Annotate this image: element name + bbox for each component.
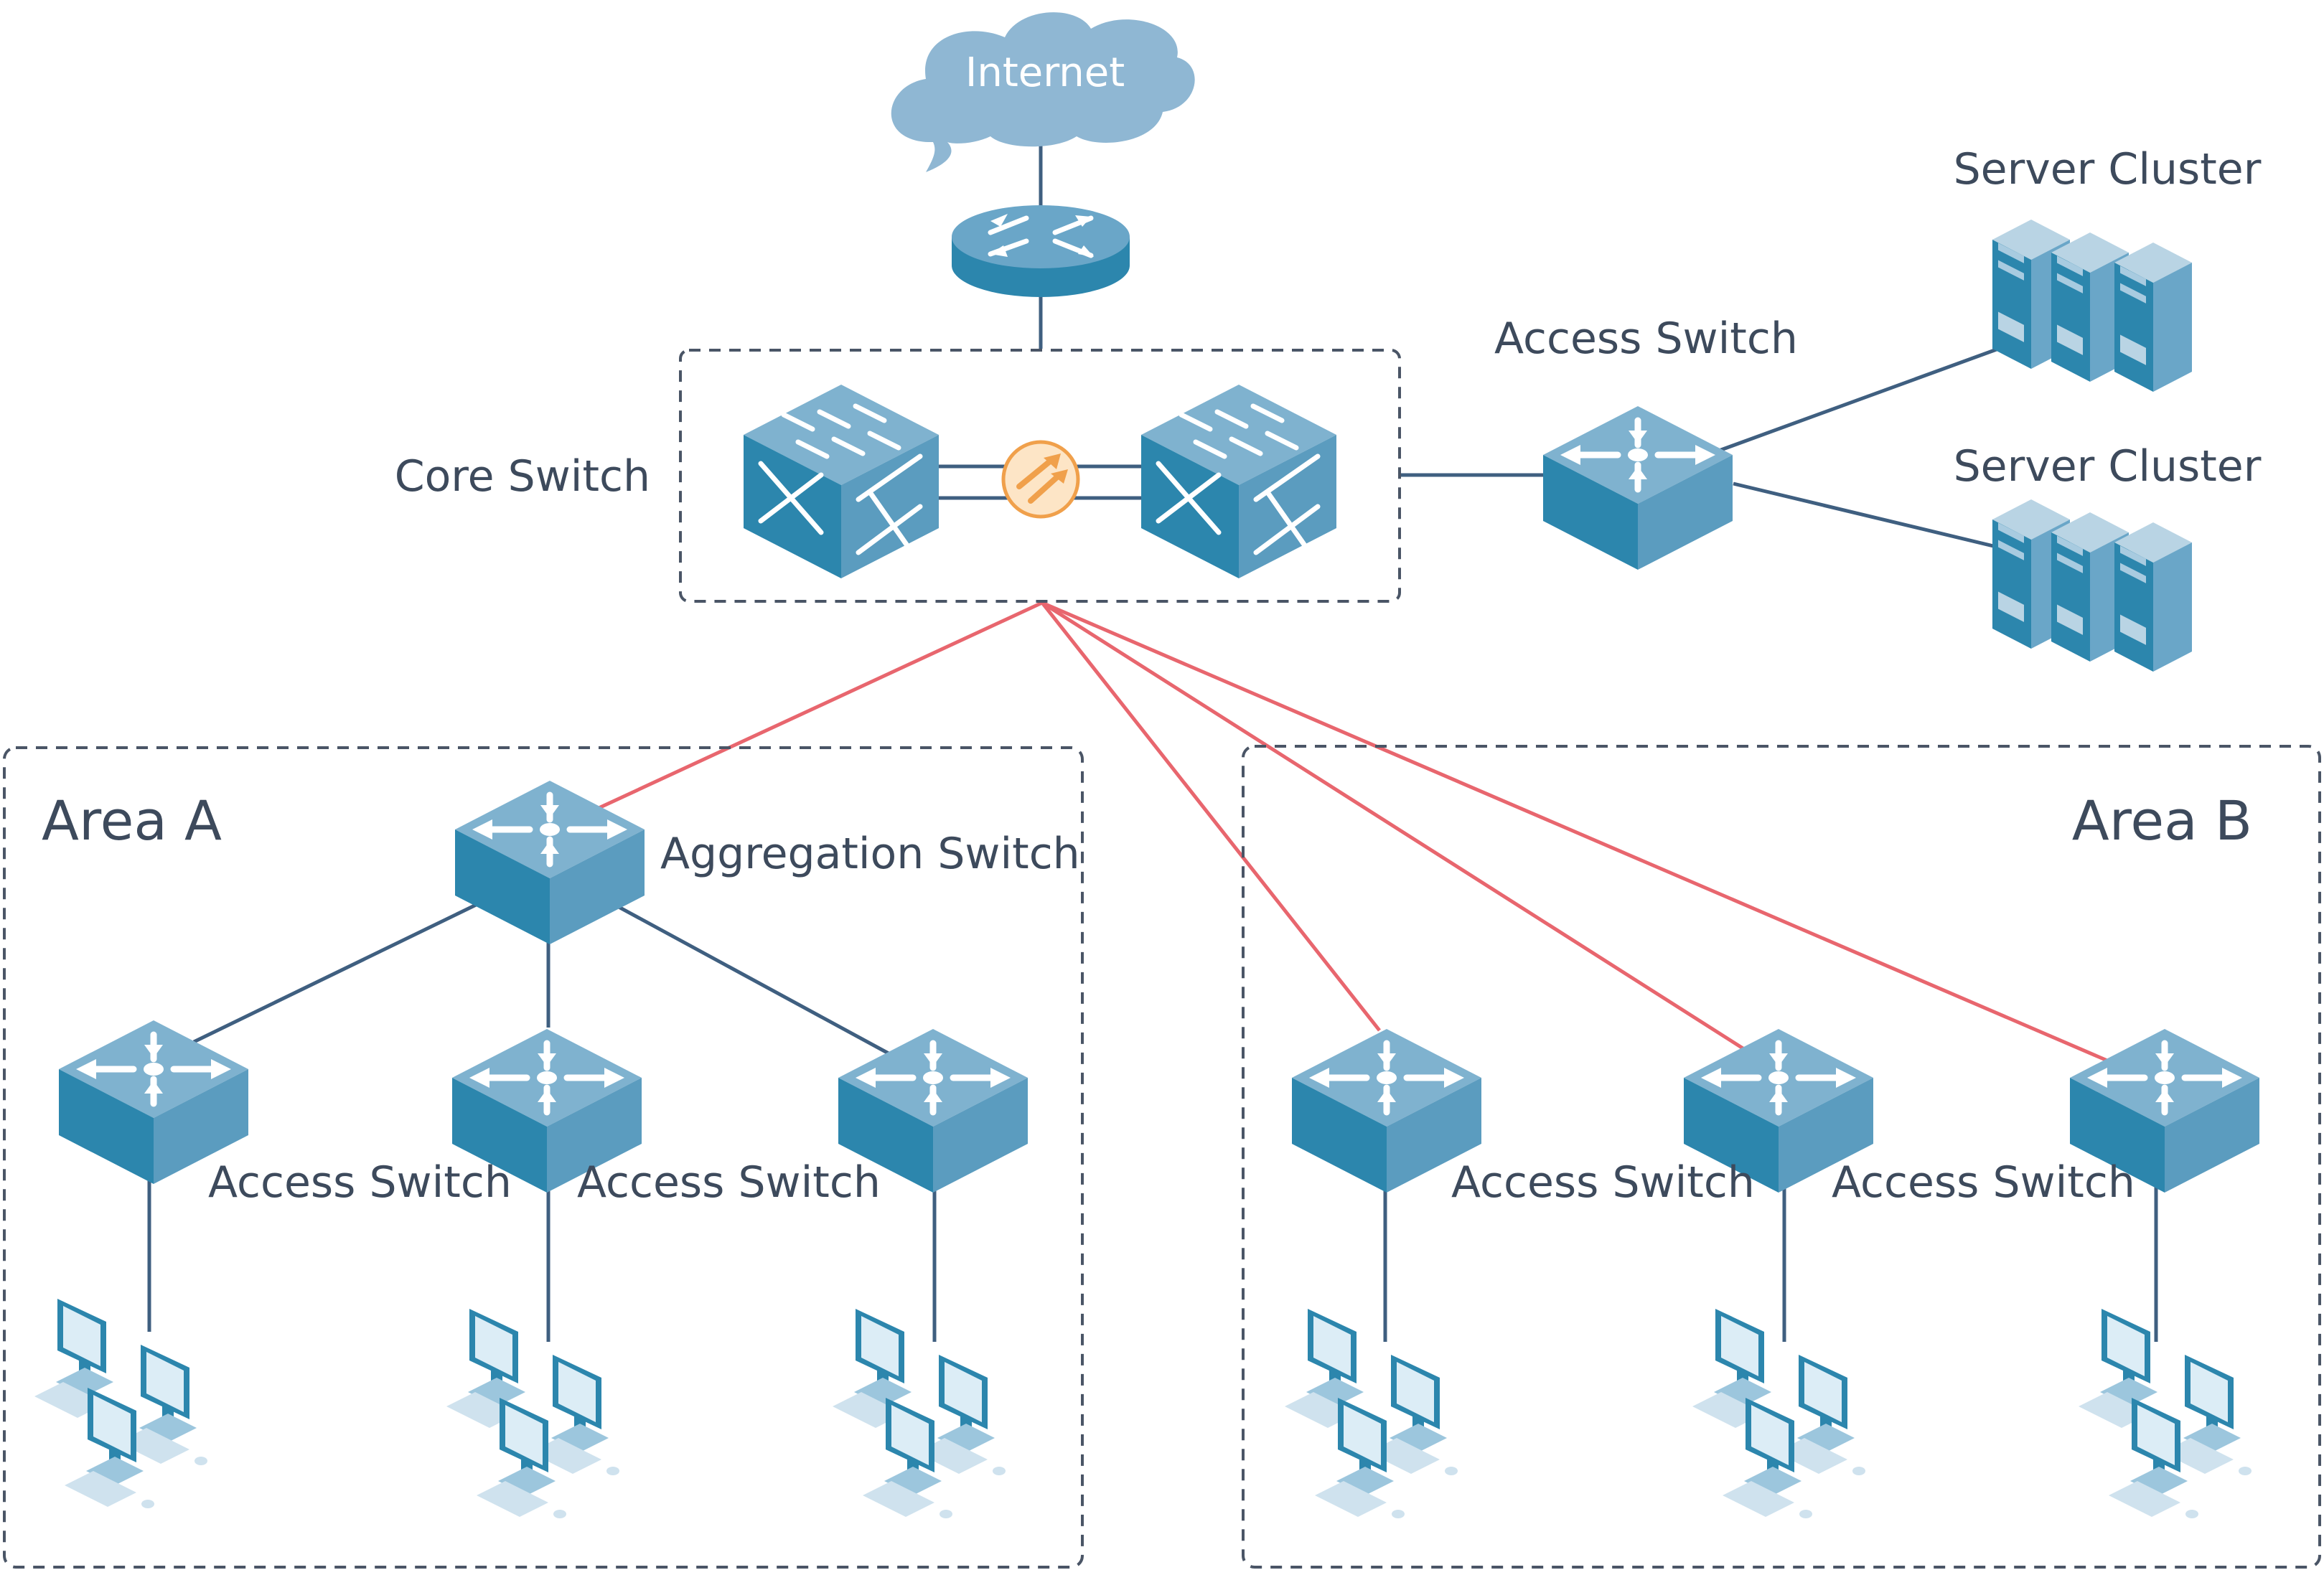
pc-cluster-a3-icon bbox=[833, 1309, 1006, 1518]
uplink-area-b-1 bbox=[1041, 601, 1381, 1032]
area-a-frame bbox=[3, 746, 1084, 1569]
area-a-label: Area A bbox=[42, 789, 222, 852]
area-b-frame bbox=[1242, 745, 2321, 1569]
access-switch-a2-label: Access Switch bbox=[577, 1157, 881, 1208]
dc-access-switch-icon bbox=[1543, 406, 1733, 570]
pc-cluster-b3-icon bbox=[2079, 1309, 2252, 1518]
access-switch-b1-label: Access Switch bbox=[1451, 1157, 1755, 1208]
uplink-area-b-2 bbox=[1041, 601, 1746, 1051]
link-agg-access-1 bbox=[192, 893, 497, 1044]
pc-cluster-a1-icon bbox=[34, 1299, 207, 1508]
dc-access-switch-label: Access Switch bbox=[1494, 314, 1798, 364]
core-switch-1-icon bbox=[744, 385, 939, 578]
router-icon bbox=[952, 205, 1130, 297]
aggregation-switch-icon bbox=[455, 781, 645, 944]
core-frame bbox=[679, 349, 1401, 603]
link-dc-server-2 bbox=[1733, 481, 2003, 550]
core-switch-label: Core Switch bbox=[395, 451, 650, 502]
pc-cluster-b2-icon bbox=[1692, 1309, 1865, 1518]
server-icon bbox=[2114, 243, 2192, 392]
link-agg-access-3 bbox=[601, 896, 890, 1056]
area-b-label: Area B bbox=[2072, 789, 2252, 852]
uplink-area-a bbox=[594, 601, 1044, 812]
access-switch-a1-label: Access Switch bbox=[208, 1157, 512, 1208]
link-dc-server-1 bbox=[1718, 345, 2003, 453]
server-cluster-label-1: Server Cluster bbox=[1954, 144, 2262, 194]
server-cluster-2 bbox=[1992, 499, 2192, 672]
server-icon bbox=[2114, 522, 2192, 672]
internet-cloud-icon: Internet bbox=[891, 12, 1195, 173]
core-switch-2-icon bbox=[1141, 385, 1336, 578]
aggregation-switch-label: Aggregation Switch bbox=[660, 829, 1080, 879]
server-cluster-1 bbox=[1992, 220, 2192, 392]
internet-label: Internet bbox=[965, 50, 1125, 96]
firewall-icon bbox=[1001, 440, 1080, 519]
access-switch-b2-label: Access Switch bbox=[1832, 1157, 2135, 1208]
server-cluster-label-2: Server Cluster bbox=[1954, 441, 2262, 492]
links bbox=[147, 136, 2158, 1342]
uplink-area-b-3 bbox=[1041, 601, 2108, 1063]
pc-cluster-b1-icon bbox=[1285, 1309, 1458, 1518]
pc-cluster-a2-icon bbox=[446, 1309, 619, 1518]
